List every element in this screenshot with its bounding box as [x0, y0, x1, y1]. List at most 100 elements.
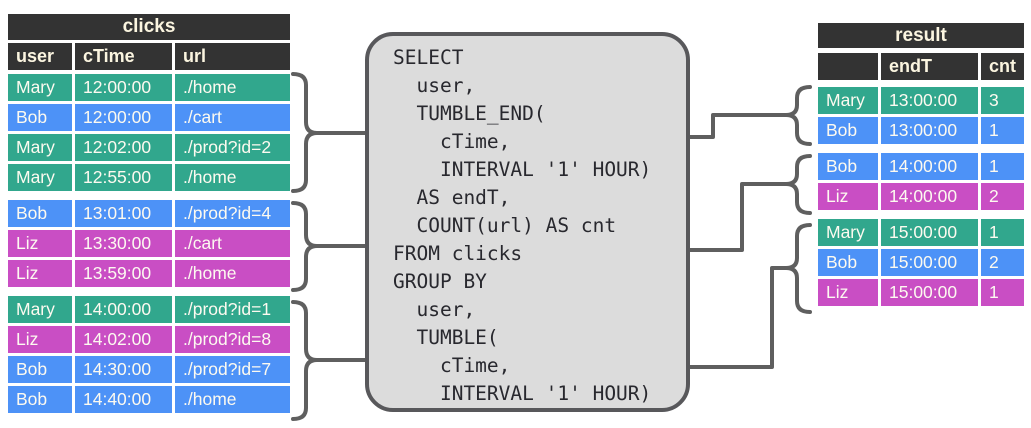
sql-line: cTime,: [393, 354, 511, 377]
cell-url: ./prod?id=1: [175, 296, 290, 323]
cell-user: Bob: [8, 356, 72, 383]
cell-endt: 13:00:00: [881, 87, 978, 114]
table-row: Bob 14:40:00 ./home: [8, 386, 290, 413]
table-row: Liz 14:02:00 ./prod?id=8: [8, 326, 290, 353]
cell-url: ./home: [175, 260, 290, 287]
cell-user: Liz: [818, 183, 878, 210]
table-row: Liz 15:00:00 1: [818, 279, 1024, 306]
column-header-endt: endT: [881, 53, 978, 80]
cell-user: Mary: [8, 164, 72, 191]
cell-ctime: 14:30:00: [75, 356, 172, 383]
cell-endt: 15:00:00: [881, 279, 978, 306]
cell-cnt: 1: [981, 117, 1024, 144]
cell-user: Mary: [8, 74, 72, 101]
table-row: Bob 12:00:00 ./cart: [8, 104, 290, 131]
cell-ctime: 14:40:00: [75, 386, 172, 413]
cell-user: Liz: [8, 260, 72, 287]
cell-endt: 13:00:00: [881, 117, 978, 144]
right-line-window-3: [684, 266, 788, 369]
cell-ctime: 14:00:00: [75, 296, 172, 323]
table-row: Mary 13:00:00 3: [818, 87, 1024, 114]
sql-line: GROUP BY: [393, 270, 487, 293]
table-row: Mary 12:00:00 ./home: [8, 74, 290, 101]
right-line-window-2: [684, 182, 788, 252]
cell-ctime: 13:01:00: [75, 200, 172, 227]
cell-url: ./prod?id=4: [175, 200, 290, 227]
cell-endt: 14:00:00: [881, 183, 978, 210]
left-brace-window-2: [291, 201, 319, 292]
sql-line: INTERVAL '1' HOUR): [393, 158, 652, 181]
cell-url: ./home: [175, 386, 290, 413]
sql-line: INTERVAL '1' HOUR): [393, 382, 652, 405]
clicks-header-row: user cTime url: [8, 43, 290, 70]
table-row: Mary 12:55:00 ./home: [8, 164, 290, 191]
cell-user: Mary: [818, 87, 878, 114]
column-header-ctime: cTime: [75, 43, 172, 70]
cell-user: Mary: [8, 134, 72, 161]
cell-url: ./cart: [175, 104, 290, 131]
cell-cnt: 1: [981, 153, 1024, 180]
cell-user: Bob: [8, 386, 72, 413]
sql-line: cTime,: [393, 130, 511, 153]
cell-user: Bob: [818, 117, 878, 144]
sql-line: AS endT,: [393, 186, 511, 209]
cell-cnt: 2: [981, 249, 1024, 276]
cell-cnt: 1: [981, 219, 1024, 246]
cell-url: ./prod?id=8: [175, 326, 290, 353]
cell-user: Bob: [8, 104, 72, 131]
right-brace-window-2: [784, 154, 812, 215]
right-brace-window-3: [784, 223, 812, 314]
table-row: Liz 13:59:00 ./home: [8, 260, 290, 287]
table-row: Bob 13:00:00 1: [818, 117, 1024, 144]
cell-url: ./home: [175, 74, 290, 101]
right-line-window-1: [684, 113, 788, 139]
result-window-group-1: Mary 13:00:00 3 Bob 13:00:00 1: [818, 87, 1024, 144]
cell-user: Liz: [8, 326, 72, 353]
cell-ctime: 13:30:00: [75, 230, 172, 257]
table-row: Mary 12:02:00 ./prod?id=2: [8, 134, 290, 161]
column-header-blank: [818, 53, 878, 80]
cell-user: Liz: [8, 230, 72, 257]
cell-user: Mary: [818, 219, 878, 246]
cell-cnt: 1: [981, 279, 1024, 306]
cell-url: ./prod?id=7: [175, 356, 290, 383]
cell-user: Bob: [818, 153, 878, 180]
result-table-title: result: [818, 23, 1024, 48]
cell-ctime: 12:02:00: [75, 134, 172, 161]
cell-user: Liz: [818, 279, 878, 306]
cell-user: Mary: [8, 296, 72, 323]
cell-endt: 15:00:00: [881, 219, 978, 246]
sql-line: FROM clicks: [393, 242, 523, 265]
sql-query-box: SELECT user, TUMBLE_END( cTime, INTERVAL…: [365, 32, 690, 412]
clicks-table-title: clicks: [8, 14, 290, 40]
clicks-table: clicks user cTime url Mary 12:00:00 ./ho…: [8, 14, 290, 416]
left-brace-window-1: [291, 72, 319, 193]
table-row: Bob 15:00:00 2: [818, 249, 1024, 276]
cell-ctime: 12:00:00: [75, 104, 172, 131]
result-table: result endT cnt Mary 13:00:00 3 Bob 13:0…: [818, 23, 1024, 309]
sql-line: user,: [393, 74, 476, 97]
table-row: Bob 14:00:00 1: [818, 153, 1024, 180]
cell-user: Bob: [818, 249, 878, 276]
table-row: Mary 14:00:00 ./prod?id=1: [8, 296, 290, 323]
right-brace-window-1: [784, 85, 812, 146]
cell-url: ./home: [175, 164, 290, 191]
cell-ctime: 14:02:00: [75, 326, 172, 353]
cell-endt: 14:00:00: [881, 153, 978, 180]
clicks-window-group-1: Mary 12:00:00 ./home Bob 12:00:00 ./cart…: [8, 74, 290, 191]
column-header-url: url: [175, 43, 290, 70]
sql-line: SELECT: [393, 46, 464, 69]
cell-ctime: 12:00:00: [75, 74, 172, 101]
table-row: Liz 13:30:00 ./cart: [8, 230, 290, 257]
table-row: Liz 14:00:00 2: [818, 183, 1024, 210]
column-header-cnt: cnt: [981, 53, 1024, 80]
cell-ctime: 12:55:00: [75, 164, 172, 191]
table-row: Mary 15:00:00 1: [818, 219, 1024, 246]
sql-line: TUMBLE(: [393, 326, 499, 349]
cell-user: Bob: [8, 200, 72, 227]
result-window-group-2: Bob 14:00:00 1 Liz 14:00:00 2: [818, 153, 1024, 210]
sql-line: TUMBLE_END(: [393, 102, 546, 125]
result-window-group-3: Mary 15:00:00 1 Bob 15:00:00 2 Liz 15:00…: [818, 219, 1024, 306]
cell-url: ./prod?id=2: [175, 134, 290, 161]
